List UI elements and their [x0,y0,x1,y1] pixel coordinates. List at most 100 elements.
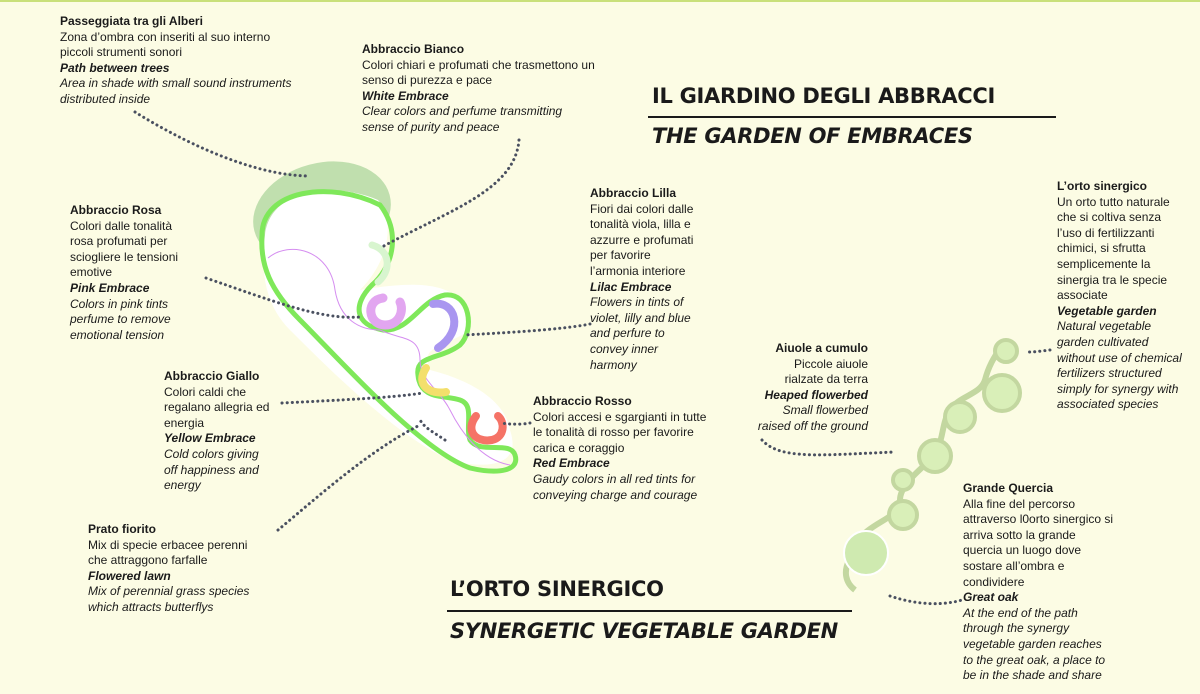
section-title-english: SYNERGETIC VEGETABLE GARDEN [450,619,838,643]
label-heading: Abbraccio Rosso [533,394,632,408]
label-english-heading: Lilac Embrace [590,279,672,294]
label-english-text: Natural vegetable [1057,319,1152,334]
label-rosso: Abbraccio Rosso Colori accesi e sgargian… [533,394,706,503]
label-text: che si coltiva senza [1057,210,1162,225]
label-text: regalano allegria ed [164,400,270,415]
label-text: carica e coraggio [533,440,625,455]
label-english-text: raised off the ground [757,418,868,433]
label-quercia: Grande Quercia Alla fine del percorso at… [963,481,1113,684]
label-english-text: without use of chemical [1057,350,1182,365]
label-lilla: Abbraccio Lilla Fiori dai colori dalle t… [590,186,693,373]
label-english-text: Colors in pink tints [70,296,169,311]
label-text: senso di purezza e pace [362,73,493,88]
label-text: Colori dalle tonalità [70,218,173,233]
section-divider [447,610,852,612]
label-english-text: Small flowerbed [782,403,868,418]
label-prato: Prato fiorito Mix di specie erbacee pere… [88,522,249,616]
label-english-text: to the great oak, a place to [963,652,1106,667]
label-heading: L’orto sinergico [1057,179,1148,193]
label-heading: Passeggiata tra gli Alberi [60,14,203,28]
label-english-text: At the end of the path [963,605,1078,620]
flowerbed [982,373,1022,413]
flowerbed [993,338,1019,364]
label-english-text: emotional tension [70,327,165,342]
yellow-embrace-bed [418,364,450,397]
label-text: Zona d’ombra con inseriti al suo interno [60,29,271,44]
leader-lines [133,110,1052,606]
label-english-text: Gaudy colors in all red tints for [533,471,696,486]
label-english-text: simply for synergy with [1057,381,1179,396]
great-oak [843,530,889,576]
label-english-text: energy [164,478,201,493]
pink-embrace-bed [366,293,406,330]
label-heading: Abbraccio Bianco [362,42,465,56]
label-english-text: through the synergy [963,621,1070,636]
label-text: energia [164,415,205,430]
white-embrace-bed [368,241,391,286]
label-orto: L’orto sinergico Un orto tutto naturale … [1057,179,1182,413]
flowerbed [943,400,977,434]
label-english-heading: Red Embrace [533,456,610,471]
label-text: Colori caldi che [164,384,247,399]
label-text: quercia un luogo dove [963,543,1082,558]
main-title: IL GIARDINO DEGLI ABBRACCI [652,84,996,108]
label-english-text: associated species [1057,397,1159,412]
label-english-text: perfume to remove [70,312,171,327]
label-english-text: convey inner [590,341,659,356]
label-english-text: violet, lilly and blue [590,310,691,325]
label-english-heading: Vegetable garden [1057,303,1157,318]
label-text: sinergia tra le specie [1057,272,1168,287]
label-text: associate [1057,288,1108,303]
label-english-heading: Pink Embrace [70,280,150,295]
label-text: tonalità viola, lilla e [590,217,691,232]
label-text: Un orto tutto naturale [1057,194,1170,209]
label-english-heading: Heaped flowerbed [764,387,868,402]
label-text: rosa profumati per [70,234,168,249]
label-english-text: which attracts butterflys [88,599,214,614]
inner-path-line [267,249,511,466]
label-text: semplicemente la [1057,256,1151,271]
label-english-text: be in the shade and share [963,668,1102,683]
label-text: attraverso l0orto sinergico si [963,512,1114,527]
label-text: emotive [70,265,113,280]
label-english-heading: Flowered lawn [88,568,171,583]
label-text: le tonalità di rosso per favorire [533,425,694,440]
label-heading: Abbraccio Giallo [164,369,260,383]
label-english-heading: White Embrace [362,88,449,103]
flowerbed [891,468,915,492]
label-passeggiata: Passeggiata tra gli Alberi Zona d’ombra … [60,14,291,108]
garden-of-embraces-plan [253,161,519,474]
label-text: arriva sotto la grande [963,527,1076,542]
label-english-text: Cold colors giving [164,446,259,461]
title-divider [648,116,1056,118]
label-english-text: Area in shade with small sound instrumen… [60,76,292,91]
red-embrace-bed [467,412,507,445]
label-english-text: Flowers in tints of [590,295,684,310]
label-english-heading: Yellow Embrace [164,431,256,446]
label-text: Colori chiari e profumati che trasmetton… [362,57,595,72]
label-heading: Grande Quercia [963,481,1054,495]
label-english-text: and perfure to [590,326,665,341]
label-text: per favorire [590,248,651,263]
synergetic-garden-plan [842,338,1022,593]
label-english-text: Clear colors and perfume transmitting [362,104,563,119]
flowerbed [917,438,953,474]
main-title-english: THE GARDEN OF EMBRACES [652,124,973,148]
label-giallo: Abbraccio Giallo Colori caldi che regala… [164,369,269,494]
label-text: Piccole aiuole [793,356,868,371]
label-english-text: harmony [590,357,637,372]
label-heading: Aiuole a cumulo [775,341,868,355]
flowerbed [887,499,919,531]
label-english-text: conveying charge and courage [533,487,698,502]
label-text: Mix di specie erbacee perenni [88,537,248,552]
label-heading: Abbraccio Lilla [590,186,677,200]
label-bianco: Abbraccio Bianco Colori chiari e profuma… [362,42,595,136]
label-english-heading: Path between trees [60,60,170,75]
lilac-embrace-bed [429,299,459,352]
label-english-text: distributed inside [60,91,151,106]
top-border [0,0,1200,2]
label-text: l’uso di fertilizzanti [1057,225,1155,240]
label-text: sostare all’ombra e [963,558,1065,573]
label-rosa: Abbraccio Rosa Colori dalle tonalità ros… [70,203,178,343]
label-text: rialzate da terra [784,372,868,387]
